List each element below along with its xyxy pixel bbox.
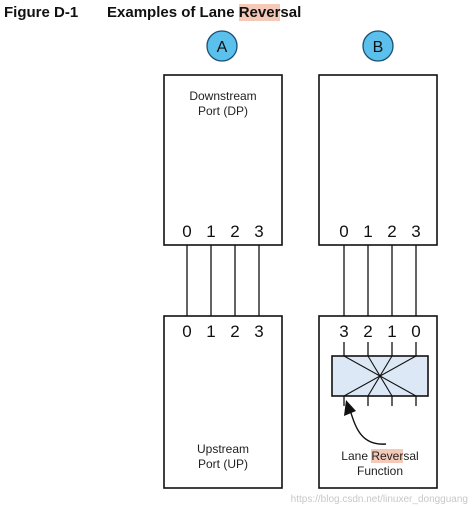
figure-title-highlight: Rever xyxy=(238,4,281,21)
lane-reversal-function-label: Lane Reversal Function xyxy=(320,449,440,479)
lane-reversal-function-block xyxy=(331,342,429,445)
upstream-port-label: Upstream Port (UP) xyxy=(164,442,282,472)
upstream-port-box xyxy=(163,315,283,489)
dp-lane-label: 3 xyxy=(254,222,263,241)
upstream-port-line1: Upstream xyxy=(196,442,249,456)
downstream-port-box xyxy=(163,74,283,246)
up-b-lane-label: 1 xyxy=(387,322,396,341)
up-b-lane-label: 3 xyxy=(339,322,348,341)
figure-number: Figure D-1 xyxy=(4,4,79,21)
dp-lane-label: 1 xyxy=(206,222,215,241)
lanes-a xyxy=(186,245,260,316)
badge-a: A xyxy=(206,30,238,62)
lanes-b xyxy=(343,245,417,316)
up-lane-label: 3 xyxy=(254,322,263,341)
badge-a-text: A xyxy=(217,39,228,56)
dp-lane-label: 0 xyxy=(182,222,191,241)
dp-lane-label: 2 xyxy=(230,222,239,241)
function-label-highlight: Rever xyxy=(371,449,404,463)
up-lane-label: 1 xyxy=(206,322,215,341)
figure-title: Figure D-1 Examples of Lane Reversal xyxy=(4,4,301,21)
dp-b-lane-label: 2 xyxy=(387,222,396,241)
badge-b: B xyxy=(362,30,394,62)
watermark: https://blog.csdn.net/linuxer_dongguang xyxy=(290,494,468,505)
downstream-port-label: Downstream Port (DP) xyxy=(164,89,282,119)
badge-b-text: B xyxy=(373,39,384,56)
function-label-post: sal xyxy=(403,449,419,463)
downstream-port-line1: Downstream xyxy=(189,89,257,103)
callout-arrow-line xyxy=(349,409,387,445)
downstream-port-box-b xyxy=(318,74,438,246)
function-label-line2: Function xyxy=(356,464,404,478)
dp-b-lane-label: 3 xyxy=(411,222,420,241)
function-label-pre: Lane xyxy=(341,449,372,463)
figure-title-pre: Examples of Lane xyxy=(107,4,239,21)
function-top-pins xyxy=(343,342,417,356)
up-b-lane-label: 2 xyxy=(363,322,372,341)
dp-b-lane-label: 0 xyxy=(339,222,348,241)
up-lane-label: 2 xyxy=(230,322,239,341)
upstream-port-line2: Port (UP) xyxy=(197,457,248,471)
function-label-line1: Lane Reversal xyxy=(320,449,440,464)
function-bottom-pins xyxy=(343,396,417,406)
up-lane-label: 0 xyxy=(182,322,191,341)
dp-b-lane-label: 1 xyxy=(363,222,372,241)
figure-title-post: sal xyxy=(280,4,302,21)
downstream-port-line2: Port (DP) xyxy=(197,104,248,118)
callout-arrowhead xyxy=(344,400,356,416)
crossing-lines xyxy=(343,355,417,397)
up-b-lane-label: 0 xyxy=(411,322,420,341)
